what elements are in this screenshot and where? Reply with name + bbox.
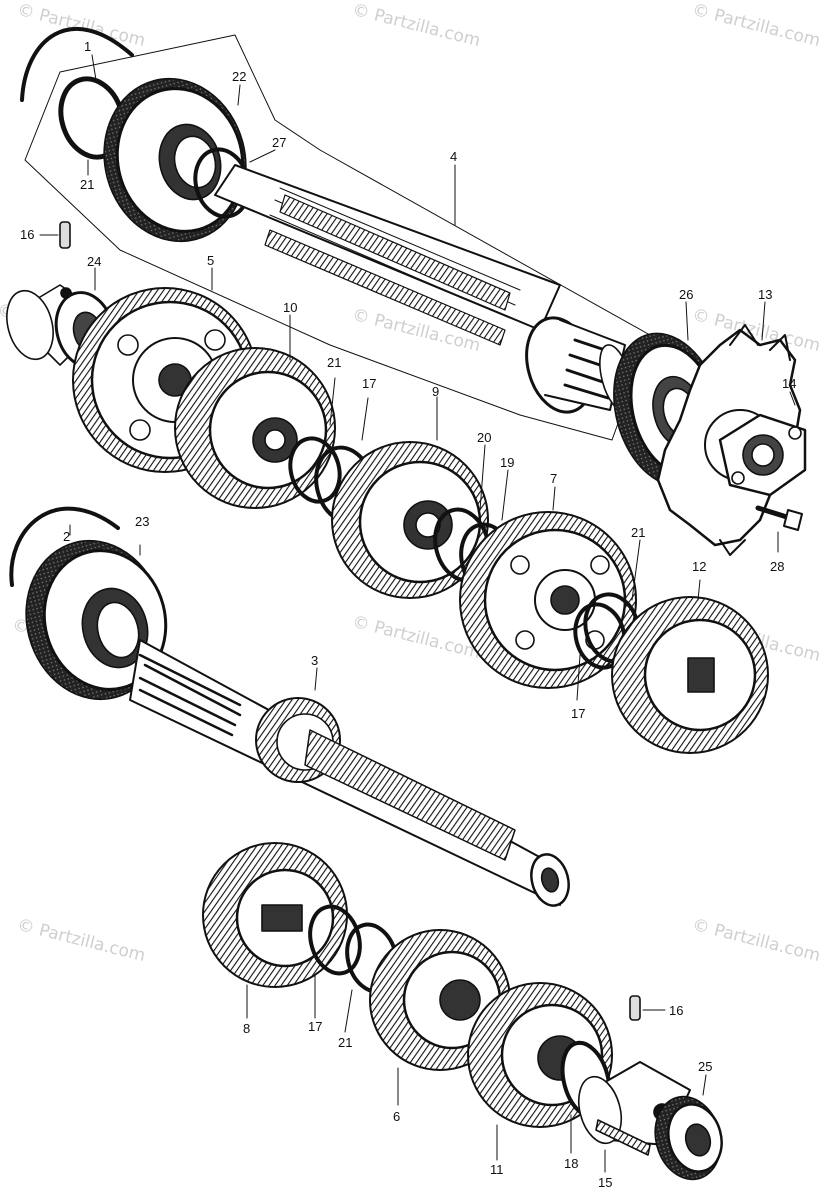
plate-14 [718,413,807,497]
pin-16 [59,221,71,249]
callout-label: 16 [669,1003,684,1018]
gear-10 [174,347,336,509]
callout-label: 9 [432,384,440,399]
callout-label: 17 [571,706,586,721]
callout-label: 25 [698,1059,713,1074]
callout-label: 26 [679,287,694,302]
callout-label: 12 [692,559,707,574]
callout-label: 6 [393,1109,401,1124]
bolt-28 [755,505,803,531]
callout-label: 10 [283,300,298,315]
gear-12 [611,596,769,754]
callout-label: 15 [598,1175,613,1190]
callout-label: 20 [477,430,492,445]
callout-label: 19 [500,455,515,470]
callout-label: 4 [450,149,458,164]
callout-label: 14 [782,376,797,391]
callout-label: 21 [80,177,95,192]
bearing-22 [103,77,247,243]
callout-label: 17 [308,1019,323,1034]
callout-label: 3 [311,653,319,668]
callout-label: 23 [135,514,150,529]
callout-label: 13 [758,287,773,302]
callout-label: 16 [20,227,35,242]
mainshaft-3 [129,639,570,907]
gear-8 [202,842,348,988]
callout-label: 11 [490,1162,504,1177]
washer-17-b [573,602,627,670]
callout-label: 18 [564,1156,579,1171]
callout-label: 8 [243,1021,251,1036]
callout-label: 5 [207,253,215,268]
callout-label: 27 [272,135,287,150]
callout-label: 17 [362,376,377,391]
callout-label: 1 [84,39,92,54]
callout-label: 7 [550,471,558,486]
callout-label: 21 [327,355,342,370]
washer-17-c [308,904,362,976]
callout-label: 24 [87,254,102,269]
callout-label: 28 [770,559,785,574]
callout-label: 21 [338,1035,353,1050]
bearing-23 [25,539,168,701]
circlip-2 [9,506,120,587]
circlip-1 [20,26,134,102]
callout-label: 22 [232,69,247,84]
bushing-25 [654,1095,723,1181]
pin-16-b [629,995,641,1021]
callout-label: 2 [63,529,71,544]
countershaft-4 [214,164,633,414]
callout-label: 21 [631,525,646,540]
